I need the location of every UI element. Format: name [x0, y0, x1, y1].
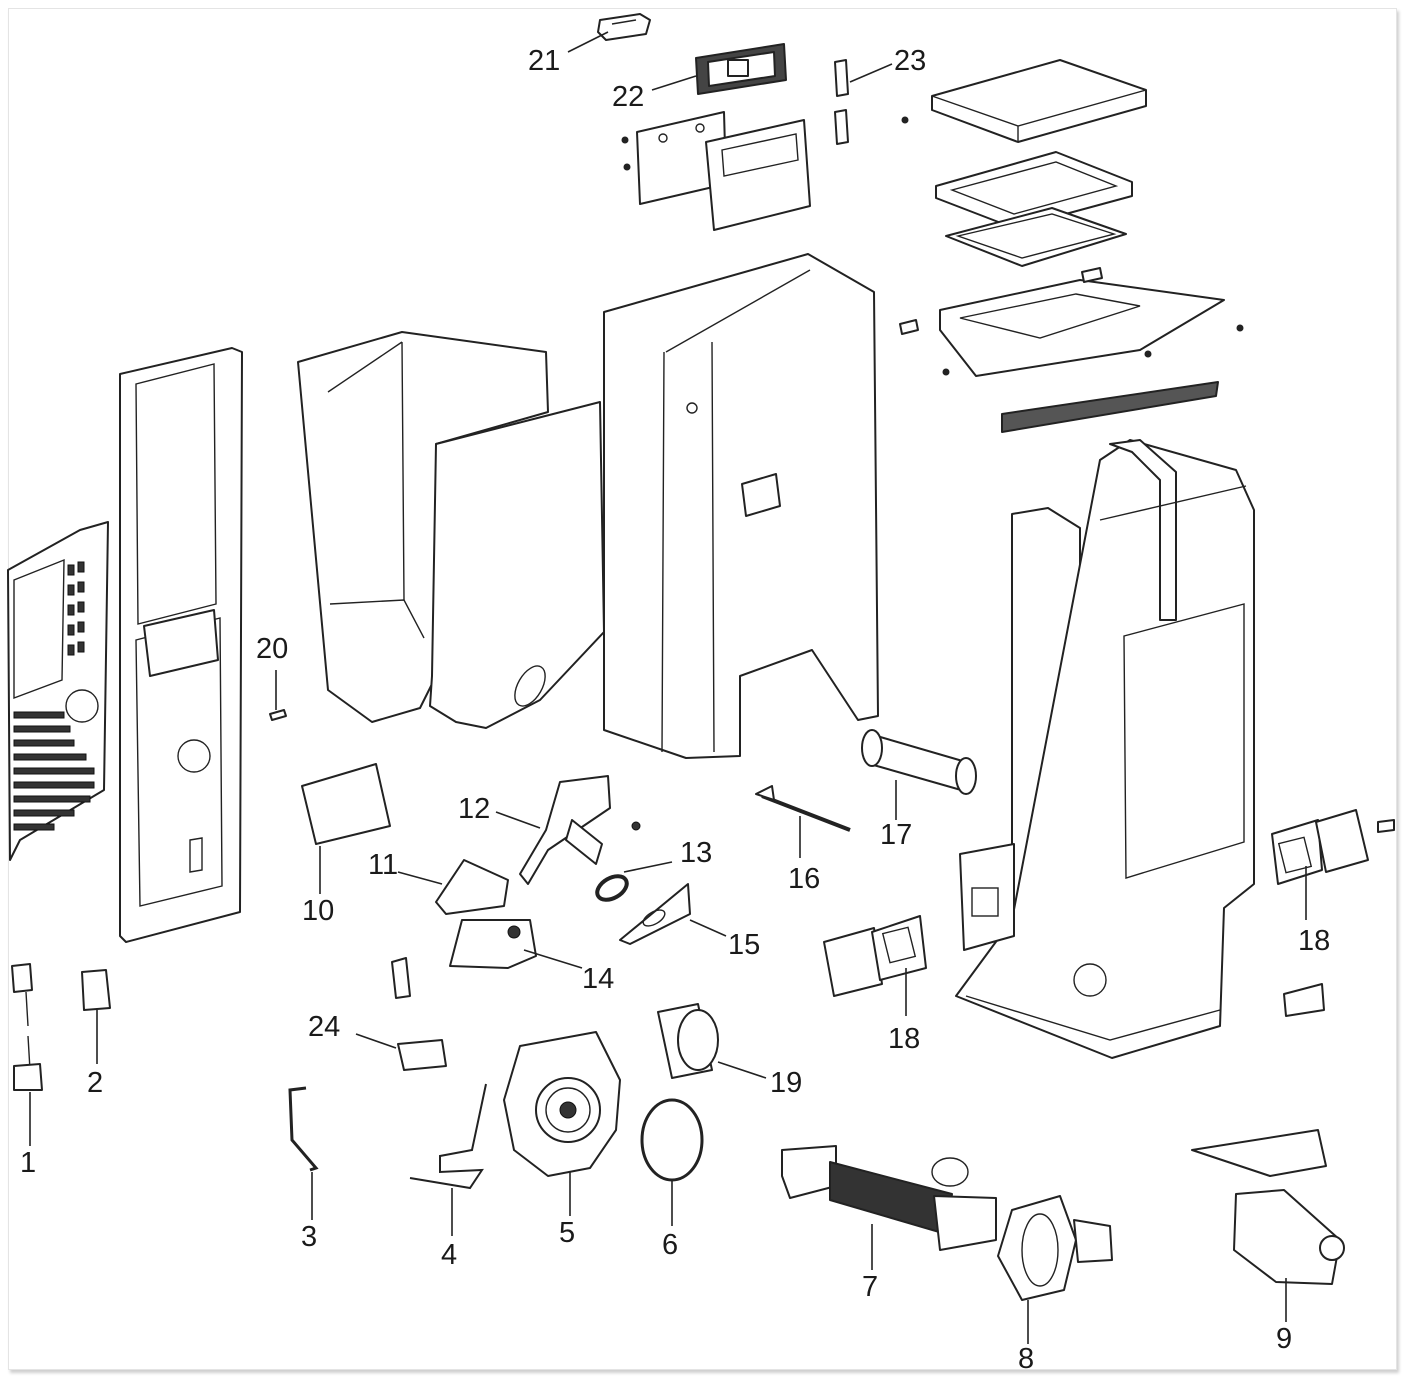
stove-body-frame — [955, 439, 1255, 1059]
hopper-front-panel — [429, 401, 605, 729]
label-2: 2 — [87, 1067, 103, 1099]
label-3: 3 — [301, 1221, 317, 1253]
part-20-clip — [269, 709, 287, 721]
label-17: 17 — [880, 819, 912, 851]
part-6-gasket-ring — [640, 1098, 704, 1182]
part-18-inspection-door-right — [1271, 809, 1369, 885]
label-1: 1 — [20, 1147, 36, 1179]
part-22-display-board — [695, 43, 787, 95]
part-4-thermocouple — [409, 1083, 487, 1190]
label-13: 13 — [680, 837, 712, 869]
label-24: 24 — [308, 1011, 340, 1043]
label-18-right: 18 — [1298, 925, 1330, 957]
top-lid — [901, 59, 1147, 143]
label-5: 5 — [559, 1217, 575, 1249]
part-19-flange — [657, 1003, 719, 1079]
part-2-switch — [81, 969, 111, 1011]
lid-frame — [935, 151, 1133, 229]
label-8: 8 — [1018, 1343, 1034, 1375]
part-7-exhaust-hose — [781, 1145, 997, 1251]
part-21-remote — [597, 13, 651, 41]
label-9: 9 — [1276, 1323, 1292, 1355]
part-17-igniter-tube — [861, 729, 977, 795]
part-12-feed-tube — [519, 775, 641, 885]
part-10-control-board — [301, 763, 391, 845]
left-side-frame — [119, 347, 243, 943]
part-15-plate — [619, 883, 691, 945]
misc-bracket-right — [1283, 819, 1395, 1017]
part-5-combustion-blower — [503, 1031, 621, 1177]
label-11: 11 — [368, 849, 398, 881]
part-1-power-cord — [11, 963, 43, 1091]
label-20: 20 — [256, 633, 288, 665]
left-side-grille-panel — [7, 521, 109, 861]
rear-panel — [603, 253, 879, 759]
label-10: 10 — [302, 895, 334, 927]
misc-clip-bottom — [391, 957, 411, 999]
part-labels: 1 2 3 4 5 6 7 8 9 10 11 12 13 14 15 16 1… — [20, 45, 1330, 1375]
label-15: 15 — [728, 929, 760, 961]
label-23: 23 — [894, 45, 926, 77]
label-7: 7 — [862, 1271, 878, 1303]
label-18-left: 18 — [888, 1023, 920, 1055]
label-19: 19 — [770, 1067, 802, 1099]
lid-gasket — [945, 207, 1127, 267]
part-14-auger-motor — [449, 919, 537, 969]
label-22: 22 — [612, 81, 644, 113]
hopper-grate — [1001, 381, 1219, 433]
part-16-igniter-rod — [755, 785, 851, 832]
part-18-inspection-door-left — [823, 915, 927, 997]
part-11-bracket — [435, 859, 509, 915]
label-14: 14 — [582, 963, 614, 995]
part-13-gasket — [595, 874, 629, 902]
part-24-convection-fan-part — [397, 1039, 447, 1071]
control-panel-plate — [621, 111, 727, 205]
hopper-top-bracket — [899, 267, 1244, 377]
label-16: 16 — [788, 863, 820, 895]
part-8-blower-housing — [997, 1195, 1113, 1301]
part-3-rod — [288, 1086, 319, 1172]
part-23-bracket — [834, 59, 849, 145]
label-4: 4 — [441, 1239, 457, 1271]
part-9-convection-blower — [1191, 1129, 1345, 1285]
label-12: 12 — [458, 793, 490, 825]
control-panel-cover — [705, 119, 811, 231]
label-21: 21 — [528, 45, 560, 77]
leader-lines — [29, 31, 1307, 1344]
label-6: 6 — [662, 1229, 678, 1261]
